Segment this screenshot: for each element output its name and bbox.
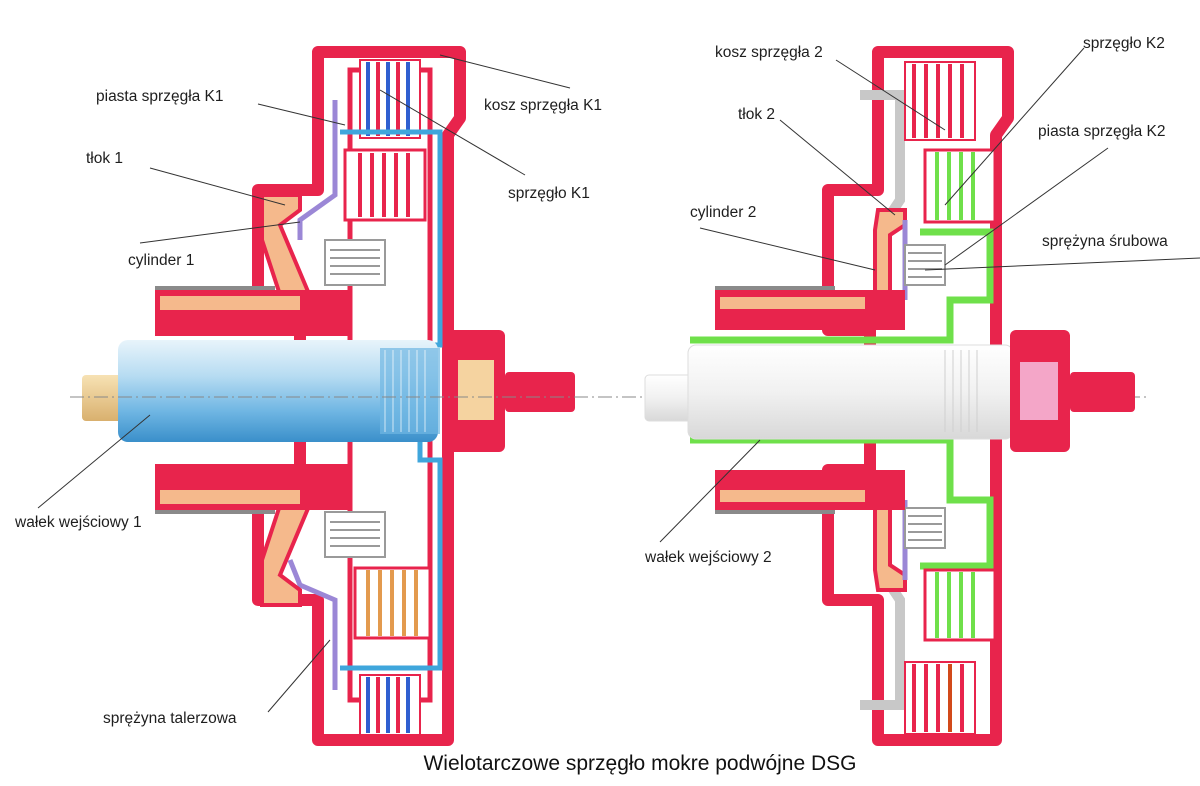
clutch-k1-assembly xyxy=(82,46,575,746)
label-k1-basket: kosz sprzęgła K1 xyxy=(484,97,602,114)
k1-return-spring-top xyxy=(324,239,386,286)
k1-input-shaft-stub xyxy=(82,375,127,421)
label-k2-cylinder: cylinder 2 xyxy=(690,204,756,221)
k1-input-shaft xyxy=(118,340,438,442)
k2-hub-bottom xyxy=(690,436,994,570)
labels-k1: piasta sprzęgła K1 kosz sprzęgła K1 tłok… xyxy=(14,88,602,727)
label-k2-shaft: wałek wejściowy 2 xyxy=(644,549,772,566)
k2-clutch-pack-bottom xyxy=(904,661,976,735)
k1-clutch-pack-bottom xyxy=(353,566,432,736)
label-k2-hub: piasta sprzęgła K2 xyxy=(1038,123,1166,140)
label-k2-clutch: sprzęgło K2 xyxy=(1083,35,1165,52)
k2-hub-top xyxy=(690,228,994,344)
k1-diaphragm-top xyxy=(297,100,338,240)
label-k1-cylinder: cylinder 1 xyxy=(128,252,194,269)
diagram-caption: Wielotarczowe sprzęgło mokre podwójne DS… xyxy=(423,752,856,775)
k1-inner-plates-top xyxy=(343,148,427,222)
k2-input-shaft xyxy=(687,344,1014,440)
k2-linings-bottom xyxy=(923,568,997,642)
k2-housing xyxy=(822,46,1014,746)
leader-lines xyxy=(37,47,1200,713)
labels-k2: kosz sprzęgła 2 sprzęgło K2 tłok 2 piast… xyxy=(644,35,1168,566)
k2-cylinder-top xyxy=(715,290,905,330)
k1-return-spring-bottom xyxy=(324,511,386,558)
label-k1-hub: piasta sprzęgła K1 xyxy=(96,88,224,105)
k1-clutch-pack-top xyxy=(359,59,421,139)
k2-coil-spring-bottom xyxy=(904,507,946,549)
k1-diaphragm-bottom xyxy=(287,559,338,690)
label-k1-disc-spring: sprężyna talerzowa xyxy=(103,710,237,727)
label-k1-piston: tłok 1 xyxy=(86,150,123,167)
label-k2-piston: tłok 2 xyxy=(738,106,775,123)
k2-clutch-pack-top xyxy=(904,61,976,141)
k1-housing xyxy=(252,46,466,746)
label-k1-shaft: wałek wejściowy 1 xyxy=(14,514,142,531)
label-k2-basket: kosz sprzęgła 2 xyxy=(715,44,823,61)
label-k2-coil-spring: sprężyna śrubowa xyxy=(1042,233,1168,250)
label-k1-clutch: sprzęgło K1 xyxy=(508,185,590,202)
clutch-k2-assembly xyxy=(644,46,1135,746)
k2-coil-spring-top xyxy=(904,244,946,286)
k1-hub-bottom xyxy=(340,410,443,671)
